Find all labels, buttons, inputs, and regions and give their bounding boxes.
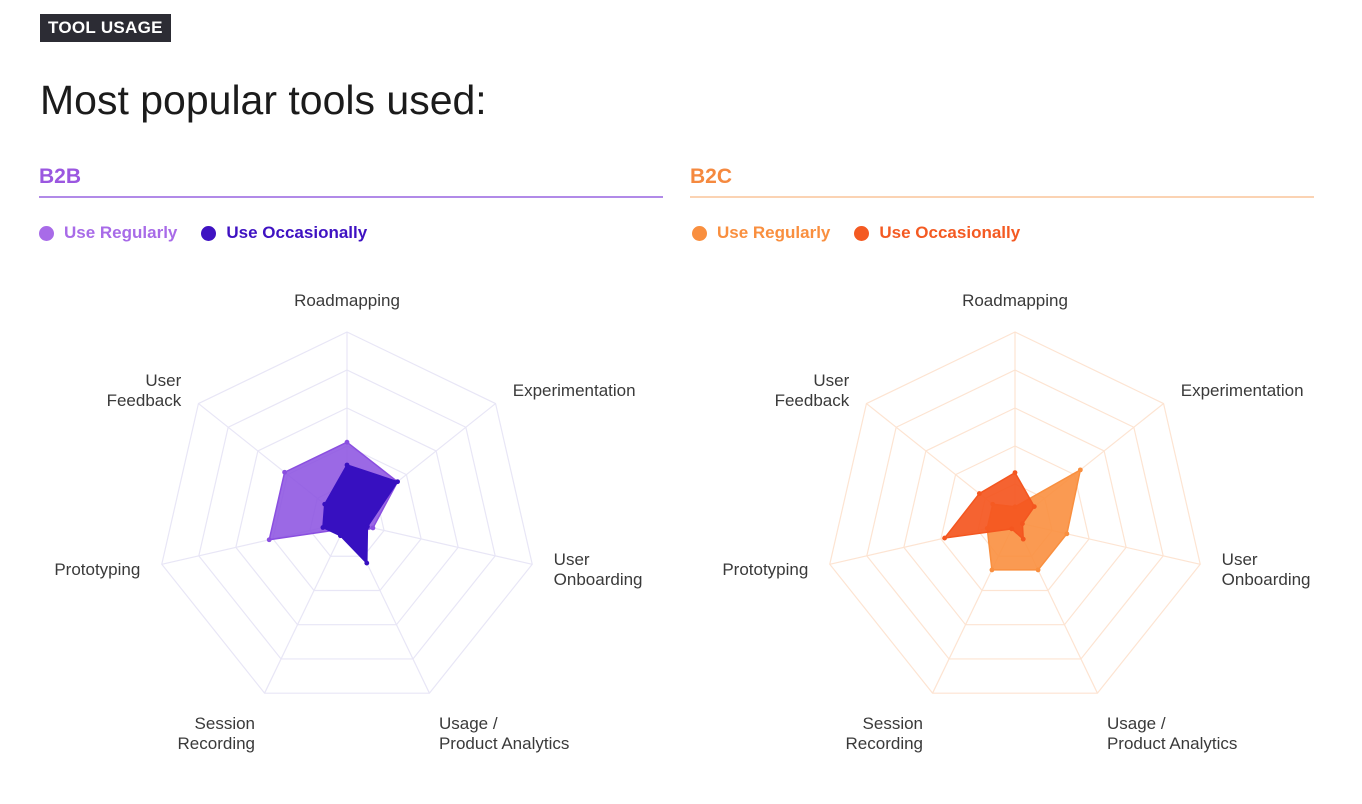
b2b-legend-regular[interactable]: Use Regularly — [39, 222, 177, 244]
b2b-series-occasional-point — [364, 560, 370, 566]
b2b-legend-occasional[interactable]: Use Occasionally — [201, 222, 367, 244]
b2b-series-occasional-point — [364, 524, 370, 530]
b2c-series-occasional-point — [1020, 521, 1025, 527]
b2c-series-occasional-point — [1031, 504, 1037, 509]
b2c-legend: Use Regularly Use Occasionally — [692, 222, 1044, 244]
b2c-axis-label: Roadmapping — [962, 291, 1068, 310]
b2b-grid-ring — [161, 331, 533, 694]
page-title: Most popular tools used: — [40, 77, 487, 123]
b2b-divider — [39, 196, 663, 198]
b2b-series-occasional-area — [322, 464, 399, 564]
b2b-legend-regular-label: Use Regularly — [64, 223, 178, 242]
b2b-series-regular-point — [344, 439, 350, 445]
b2b-series-regular-point — [282, 469, 288, 475]
b2b-spoke — [346, 521, 533, 565]
b2c-series-occasional-point — [1020, 536, 1026, 542]
b2c-legend-regular[interactable]: Use Regularly — [692, 222, 830, 244]
b2b-series-occasional-point — [395, 479, 400, 485]
b2b-grid-ring — [235, 407, 459, 626]
b2b-axis-label: Prototyping — [54, 560, 140, 579]
b2c-divider — [690, 196, 1314, 198]
b2c-grid-ring — [829, 331, 1201, 694]
b2b-panel-header: B2B — [39, 162, 663, 198]
b2c-series-regular-point — [1064, 531, 1070, 537]
section-tag: TOOL USAGE — [40, 14, 171, 42]
b2c-legend-occasional-swatch — [854, 225, 870, 241]
b2b-series-regular-point — [370, 525, 376, 531]
b2b-series-occasional-point — [338, 533, 343, 539]
b2b-series-occasional-point — [344, 462, 350, 468]
b2c-grid-ring — [903, 407, 1127, 626]
b2b-legend-regular-swatch — [39, 225, 54, 241]
b2c-title: B2C — [690, 165, 733, 188]
b2b-legend-occasional-label: Use Occasionally — [226, 223, 368, 242]
b2c-legend-regular-swatch — [692, 225, 707, 241]
b2c-series-occasional-point — [976, 491, 982, 496]
b2c-series-regular-point — [1035, 567, 1041, 573]
b2b-spoke — [264, 521, 348, 694]
b2c-legend-occasional[interactable]: Use Occasionally — [854, 222, 1020, 244]
b2b-grid-ring — [198, 369, 496, 660]
b2b-series-occasional-point — [320, 525, 326, 530]
b2b-title: B2B — [39, 165, 82, 188]
b2c-series-occasional-point — [1009, 526, 1015, 532]
b2c-panel-header: B2C — [690, 162, 1314, 198]
b2b-axis-label: Roadmapping — [294, 291, 400, 310]
b2b-axis-label: Experimentation — [513, 381, 636, 400]
b2b-legend-occasional-swatch — [201, 225, 217, 241]
b2c-axis-label: Prototyping — [722, 560, 808, 579]
b2c-grid-ring — [866, 369, 1164, 660]
b2b-series-occasional-point — [322, 501, 328, 507]
b2b-axis-label: Usage /Product Analytics — [439, 714, 569, 753]
b2c-series-occasional-point — [1012, 470, 1018, 475]
b2c-legend-regular-label: Use Regularly — [717, 223, 831, 242]
b2c-series-occasional-area — [943, 471, 1036, 540]
b2c-series-regular-point — [989, 567, 995, 573]
b2c-legend-occasional-label: Use Occasionally — [879, 223, 1021, 242]
b2b-legend: Use Regularly Use Occasionally — [39, 222, 391, 244]
b2c-axis-label: Experimentation — [1181, 381, 1304, 400]
b2c-series-regular-point — [1077, 467, 1083, 473]
b2b-series-regular-point — [266, 537, 272, 543]
b2c-axis-label: Usage /Product Analytics — [1107, 714, 1237, 753]
b2c-series-occasional-point — [942, 535, 948, 541]
